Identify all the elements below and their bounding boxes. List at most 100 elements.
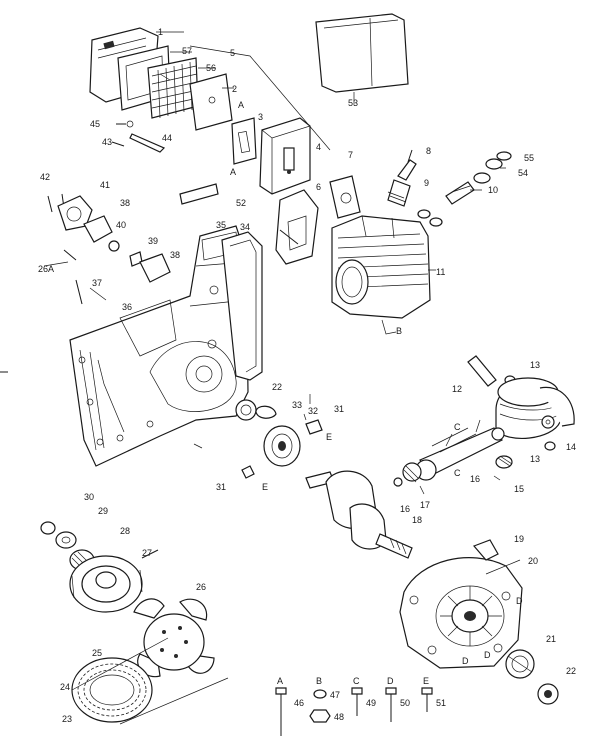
label-22-upper: 22 <box>272 382 282 392</box>
cap-55 <box>496 151 512 161</box>
washer-nut-B-47-48 <box>309 689 331 723</box>
legend-D: D <box>387 676 394 686</box>
label-52: 52 <box>236 198 246 208</box>
label-3: 3 <box>258 112 263 122</box>
crankcase-cover-19-20 <box>399 539 523 669</box>
label-31-upper: 31 <box>334 404 344 414</box>
label-44: 44 <box>162 133 172 143</box>
crankcase-housing <box>69 225 249 467</box>
label-26A: 26A <box>38 264 54 274</box>
needle-bearing-15 <box>495 455 513 469</box>
label-37: 37 <box>92 278 102 288</box>
label-17: 17 <box>420 500 430 510</box>
piston-14 <box>495 377 575 440</box>
label-34: 34 <box>240 222 250 232</box>
label-14: 14 <box>566 442 576 452</box>
label-A-top: A <box>238 100 244 110</box>
legend-B: B <box>316 676 322 686</box>
clip-13b <box>544 441 556 451</box>
clutch-drum-27 <box>69 555 143 613</box>
label-25: 25 <box>92 648 102 658</box>
part-6 <box>275 189 319 265</box>
part-52 <box>179 183 219 205</box>
screw-C-49 <box>351 687 363 716</box>
label-C-lower: C <box>454 468 461 478</box>
legend-48: 48 <box>334 712 344 722</box>
clutch-shoes-25-26 <box>133 598 215 678</box>
label-22-lower: 22 <box>566 666 576 676</box>
label-6: 6 <box>316 182 321 192</box>
label-C-upper: C <box>454 422 461 432</box>
legend-A: A <box>277 676 283 686</box>
legend-C: C <box>353 676 360 686</box>
label-20: 20 <box>528 556 538 566</box>
legend-50: 50 <box>400 698 410 708</box>
label-A-lower: A <box>230 167 236 177</box>
label-42: 42 <box>40 172 50 182</box>
label-13-upper: 13 <box>530 360 540 370</box>
filter-screen-56 <box>147 57 199 119</box>
legend-E: E <box>423 676 429 686</box>
part-29 <box>55 531 77 549</box>
legend-47: 47 <box>330 690 340 700</box>
washers-9 <box>417 209 443 227</box>
label-33: 33 <box>292 400 302 410</box>
seal-22b <box>537 683 559 705</box>
label-23: 23 <box>62 714 72 724</box>
legend-51: 51 <box>436 698 446 708</box>
label-18: 18 <box>412 515 422 525</box>
label-26: 26 <box>196 582 206 592</box>
label-27: 27 <box>142 548 152 558</box>
label-2: 2 <box>232 84 237 94</box>
label-38-upper: 38 <box>120 198 130 208</box>
label-38-lower: 38 <box>170 250 180 260</box>
label-16-left: 16 <box>400 504 410 514</box>
label-35: 35 <box>216 220 226 230</box>
piston-pin-12 <box>467 355 497 387</box>
label-B: B <box>396 326 402 336</box>
cover-53 <box>315 13 409 93</box>
cylinder-11 <box>331 215 431 335</box>
label-12: 12 <box>452 384 462 394</box>
ring-33 <box>255 405 277 419</box>
gasket-34 <box>221 231 263 381</box>
label-E-upper: E <box>326 432 332 442</box>
screw-A-46 <box>275 687 287 736</box>
filter-base-2 <box>189 73 233 131</box>
label-D-mid: D <box>484 650 491 660</box>
label-7: 7 <box>348 150 353 160</box>
label-21: 21 <box>546 634 556 644</box>
label-15: 15 <box>514 484 524 494</box>
crankshaft-18 <box>305 470 413 559</box>
label-40: 40 <box>116 220 126 230</box>
spark-plug-8 <box>387 149 417 207</box>
label-45: 45 <box>90 119 100 129</box>
decompression-valve-10 <box>445 172 491 205</box>
intake-4 <box>259 117 311 195</box>
label-13-lower: 13 <box>530 454 540 464</box>
gasket-7 <box>329 175 361 219</box>
label-16-right: 16 <box>470 474 480 484</box>
label-24: 24 <box>60 682 70 692</box>
part-31a <box>305 419 323 435</box>
part-31b <box>241 465 255 479</box>
label-53: 53 <box>348 98 358 108</box>
label-36: 36 <box>122 302 132 312</box>
label-11: 11 <box>436 267 445 277</box>
label-E-lower: E <box>262 482 268 492</box>
bearing-32 <box>263 425 301 467</box>
label-41: 41 <box>100 180 110 190</box>
label-28: 28 <box>120 526 130 536</box>
part-41 <box>57 195 93 231</box>
label-39: 39 <box>148 236 158 246</box>
label-55: 55 <box>524 153 534 163</box>
seal-22a <box>235 399 257 421</box>
label-54: 54 <box>518 168 528 178</box>
label-31-lower: 31 <box>216 482 226 492</box>
label-43: 43 <box>102 137 112 147</box>
washer-54 <box>485 158 503 170</box>
label-9: 9 <box>424 178 429 188</box>
label-19: 19 <box>514 534 524 544</box>
